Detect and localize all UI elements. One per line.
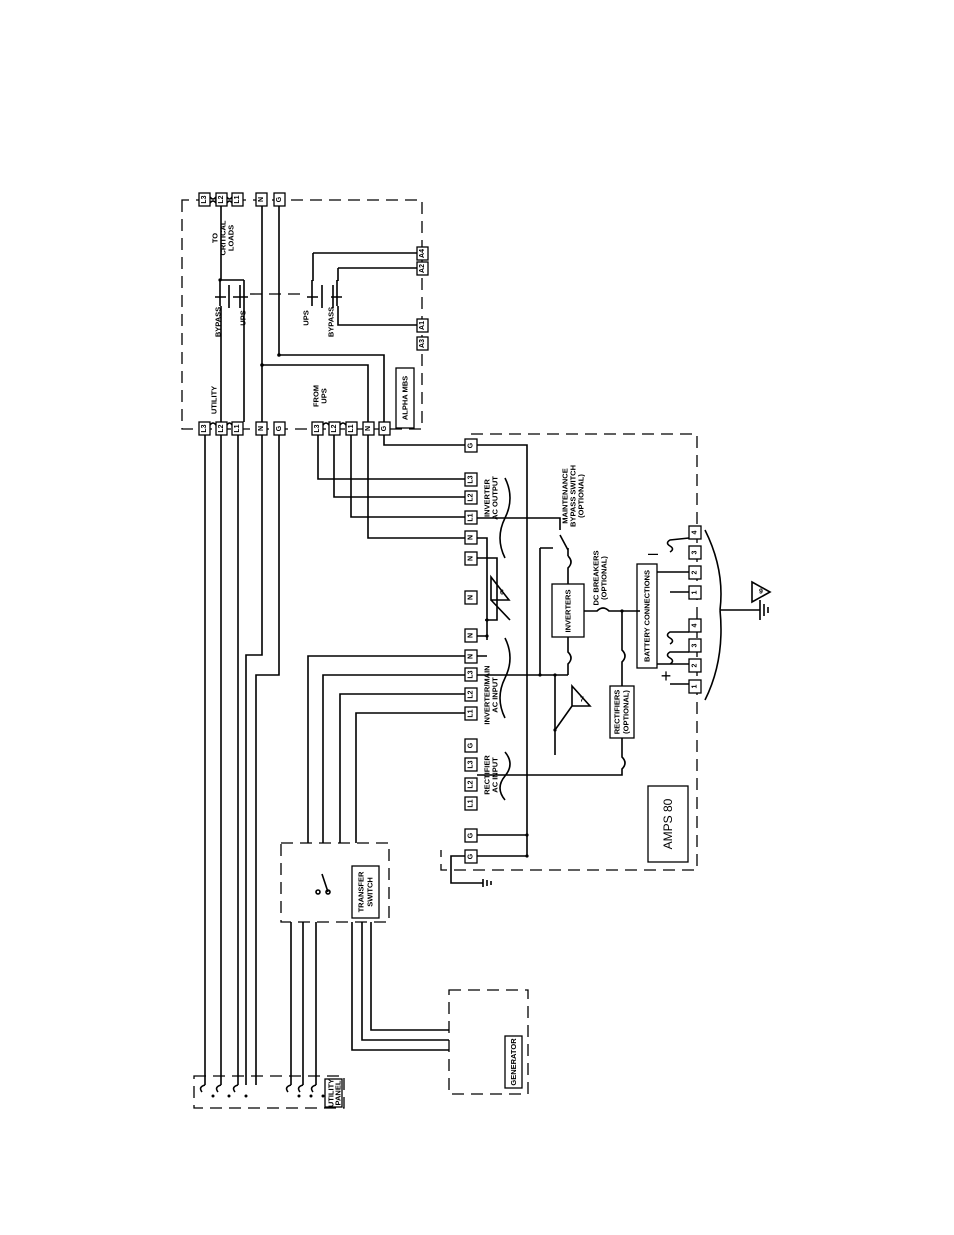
label-bypass-right: BYPASS <box>327 307 336 337</box>
mbs-input-terminals: L3 L2 L1 N G L3 L2 L1 N G <box>198 421 391 436</box>
term-l2: L2 <box>218 424 225 432</box>
generator: GENERATOR <box>448 989 529 1095</box>
term-a1: A1 <box>419 321 426 330</box>
switch-label: SWITCH <box>366 877 375 907</box>
term-l1: L1 <box>234 424 241 432</box>
rectifiers-label: RECTIFIERS <box>613 690 622 735</box>
battery-connections-label: BATTERY CONNECTIONS <box>643 570 652 662</box>
transfer-switch: TRANSFER SWITCH <box>280 842 449 1085</box>
label-optional-switch: (OPTIONAL) <box>577 474 586 518</box>
label-ups-left: UPS <box>239 310 248 325</box>
transfer-label: TRANSFER <box>357 871 366 912</box>
label-dc-optional: (OPTIONAL) <box>600 556 609 600</box>
utility-panel: UTILITY PANEL <box>193 1075 345 1109</box>
term-a2: A2 <box>419 264 426 273</box>
term-l3: L3 <box>314 424 321 432</box>
term-g: G <box>276 425 283 431</box>
term-l3: L3 <box>468 760 475 768</box>
label-critical: CRITICAL <box>219 220 228 255</box>
battery-term-2: 2 <box>692 570 699 574</box>
term-g: G <box>468 442 475 448</box>
term-l3: L3 <box>468 670 475 678</box>
term-l3: L3 <box>468 475 475 483</box>
battery-term-4: 4 <box>692 530 699 534</box>
label-dc-breakers: DC BREAKERS <box>592 550 601 605</box>
label-ac-input: AC INPUT <box>491 677 500 713</box>
battery-term-3: 3 <box>692 643 699 647</box>
term-n: N <box>468 556 475 561</box>
term-n: N <box>258 197 265 202</box>
rectifiers-optional: (OPTIONAL) <box>622 690 631 734</box>
interconnect-wiring <box>204 435 465 1085</box>
term-l2: L2 <box>331 424 338 432</box>
term-l1: L1 <box>468 709 475 717</box>
term-l1: L1 <box>348 424 355 432</box>
term-n: N <box>258 426 265 431</box>
utility-panel-label-2: PANEL <box>334 1080 343 1105</box>
term-a4: A4 <box>419 249 426 258</box>
label-utility: UTILITY <box>210 386 219 414</box>
note-7-marker: 7 <box>580 697 584 704</box>
term-l3: L3 <box>201 195 208 203</box>
label-maintenance: MAINTENANCE <box>561 468 570 523</box>
note-6-marker: 6 <box>500 590 504 597</box>
generator-label: GENERATOR <box>509 1038 518 1086</box>
label-ac-output: AC OUTPUT <box>491 476 500 520</box>
term-l3: L3 <box>201 424 208 432</box>
mbs-output-terminals: L3 L2 L1 N G <box>198 192 286 207</box>
label-bypass-left: BYPASS <box>214 307 223 337</box>
term-l2: L2 <box>468 690 475 698</box>
term-g: G <box>468 853 475 859</box>
label-to: TO <box>211 233 220 243</box>
term-a3: A3 <box>419 339 426 348</box>
note-9-marker: 9 <box>759 589 763 596</box>
battery-terminals: 1 2 3 4 1 2 3 4 9 <box>657 525 772 701</box>
battery-minus: – <box>648 543 658 563</box>
amps-80-cabinet: AMPS 80 G L3 L2 L1 N N N N N L3 L2 L1 G … <box>440 433 772 887</box>
term-g: G <box>276 196 283 202</box>
term-g: G <box>468 742 475 748</box>
term-g: G <box>468 832 475 838</box>
term-n: N <box>468 654 475 659</box>
amps-terminal-strip: G L3 L2 L1 N N N N N L3 L2 L1 G L3 L2 L1… <box>464 438 478 864</box>
label-inverter-main: INVERTER/MAIN <box>483 665 492 724</box>
battery-term-1: 1 <box>692 684 699 688</box>
amps-80-title: AMPS 80 <box>661 798 675 849</box>
label-from: FROM <box>312 385 321 407</box>
term-n: N <box>468 595 475 600</box>
battery-term-3: 3 <box>692 550 699 554</box>
battery-term-4: 4 <box>692 623 699 627</box>
battery-term-2: 2 <box>692 663 699 667</box>
term-n: N <box>468 535 475 540</box>
label-inverter: INVERTER <box>483 478 492 517</box>
label-bypass-switch: BYPASS SWITCH <box>569 465 578 527</box>
term-l1: L1 <box>468 799 475 807</box>
utility-panel-label-1: UTILITY <box>327 1079 336 1107</box>
label-loads: LOADS <box>227 225 236 251</box>
term-g: G <box>381 425 388 431</box>
term-l2: L2 <box>468 780 475 788</box>
alpha-mbs-panel: L3 L2 L1 N G TO CRITICAL LOADS BYPASS UP… <box>181 192 429 436</box>
alpha-mbs-title: ALPHA MBS <box>401 376 410 420</box>
term-l1: L1 <box>234 195 241 203</box>
term-l2: L2 <box>218 195 225 203</box>
term-l1: L1 <box>468 513 475 521</box>
term-n: N <box>468 633 475 638</box>
label-ups: UPS <box>320 388 329 403</box>
term-l2: L2 <box>468 493 475 501</box>
battery-term-1: 1 <box>692 590 699 594</box>
label-ups-right: UPS <box>302 310 311 325</box>
battery-plus: + <box>661 666 672 686</box>
inverters-label: INVERTERS <box>564 590 573 633</box>
term-n: N <box>365 426 372 431</box>
